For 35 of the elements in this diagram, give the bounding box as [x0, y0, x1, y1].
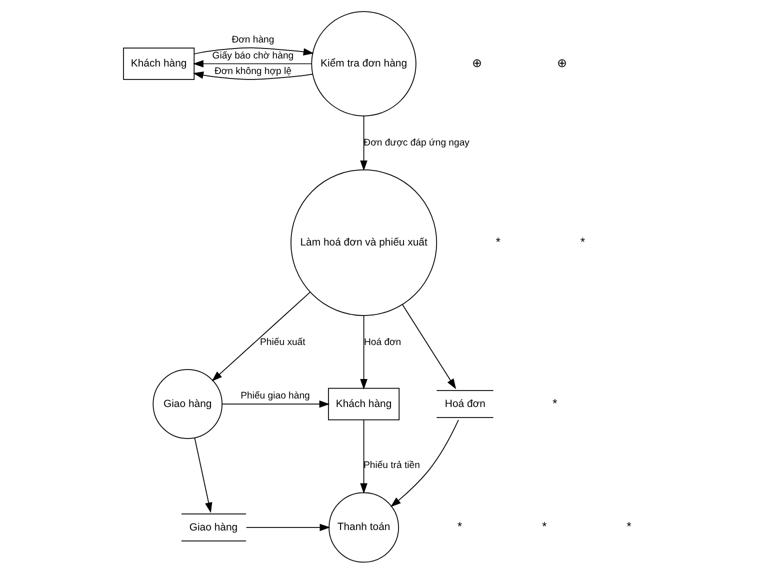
edge-label: Phiếu trả tiền [362, 460, 420, 472]
arrow [211, 292, 310, 382]
arrow [245, 524, 330, 532]
node-circle: Thanh toán [328, 492, 398, 563]
label: * [495, 234, 500, 249]
node-circle: Kiểm tra đơn hàng [310, 11, 416, 116]
arrow [390, 420, 458, 508]
arrow [193, 47, 314, 56]
edge-label: Đơn được đáp ứng ngay [363, 137, 469, 148]
arrow [194, 437, 212, 513]
arrow [221, 400, 330, 408]
edge-label: Phiếu giao hàng [240, 390, 310, 402]
node-box: Khách hàng [328, 388, 400, 420]
edge-label: Đơn hàng [231, 34, 274, 46]
node-circle: Làm hoá đơn và phiếu xuất [290, 169, 437, 316]
label: * [580, 234, 585, 249]
edge-label: Giấy báo chờ hàng [212, 50, 294, 62]
arrow [360, 315, 367, 390]
edge-label: Hoá đơn [363, 337, 401, 348]
node-text: Giao hàng [188, 522, 238, 534]
label: ⊕ [472, 56, 482, 70]
edge-label: Phiếu xuất [260, 337, 305, 348]
node-box: Khách hàng [122, 48, 194, 80]
arrow [360, 115, 367, 171]
edge-label: Đơn không hợp lệ [214, 66, 291, 78]
arrow [192, 72, 312, 80]
arrow [192, 60, 312, 68]
label: * [541, 520, 546, 534]
label: * [626, 520, 631, 534]
arrow [360, 419, 367, 494]
label: ⊕ [556, 56, 566, 70]
arrow [402, 304, 456, 390]
label: * [456, 520, 462, 534]
node-text: Hoá đơn [444, 399, 485, 410]
label: * [552, 396, 557, 410]
